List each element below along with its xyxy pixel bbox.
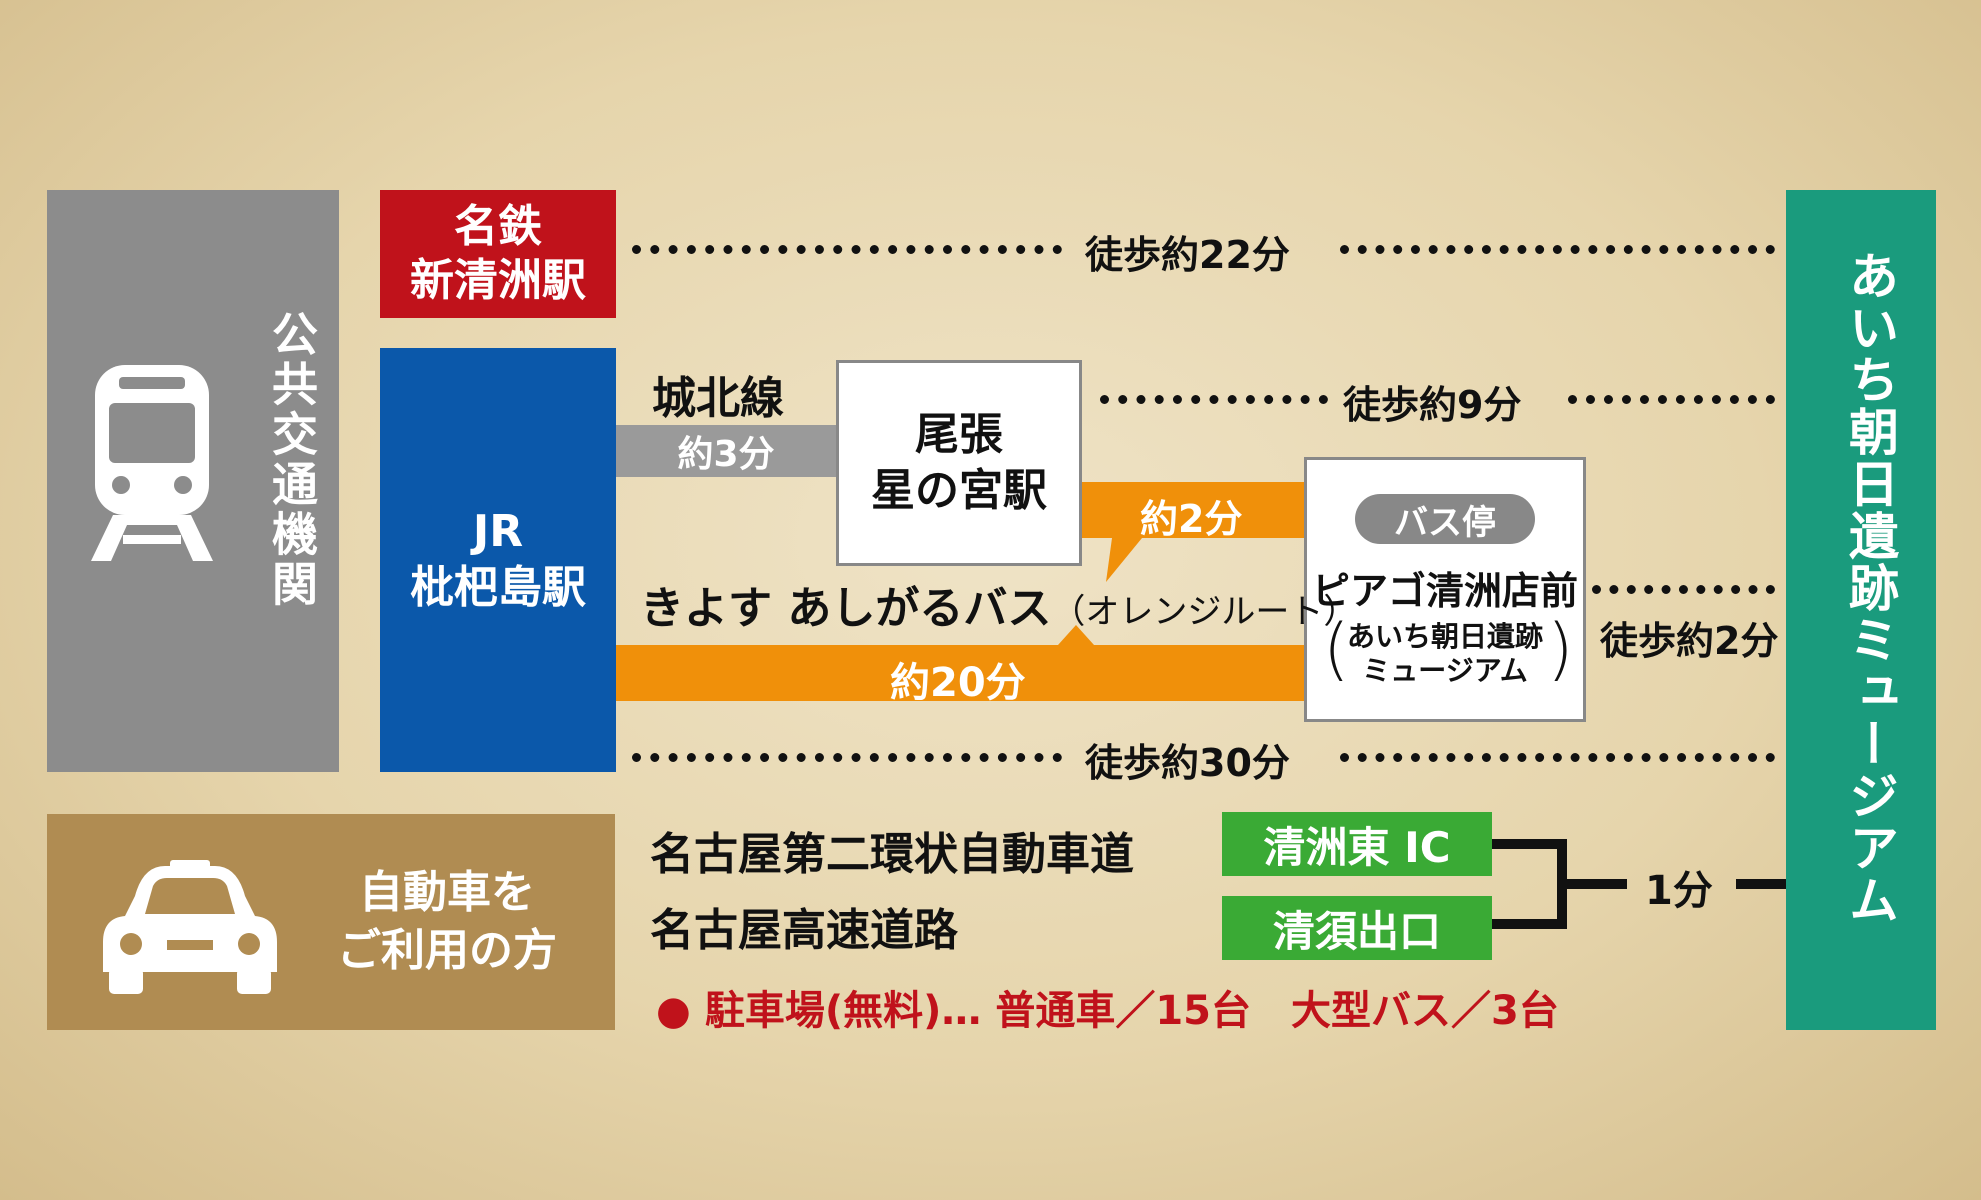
exit-1-label: 清洲東 IC <box>1263 822 1451 872</box>
meitetsu-line1: 名鉄 <box>454 201 542 252</box>
car-users-label: 自動車を ご利用の方 <box>297 864 597 980</box>
exit-connector <box>1492 839 1786 929</box>
bus-stop-sub: あいち朝日遺跡 ミュージアム <box>1347 620 1543 688</box>
highway-2-label: 名古屋高速道路 <box>650 905 958 956</box>
walk-22-dots-right <box>1340 245 1775 254</box>
bus-stop-paren-left: ( <box>1323 610 1350 689</box>
car-time-label: 1分 <box>1645 868 1713 914</box>
bus-stop-badge: バス停 <box>1355 494 1535 544</box>
bus-stop-badge-text: バス停 <box>1394 502 1496 543</box>
owari-hoshinomiya-station: 尾張 星の宮駅 <box>836 360 1082 566</box>
owari-line1: 尾張 <box>915 409 1003 460</box>
johoku-time-label: 約3分 <box>677 434 775 475</box>
exit-2-box: 清須出口 <box>1222 896 1492 960</box>
meitetsu-line2: 新清洲駅 <box>410 255 586 306</box>
walk-30-dots-left <box>632 753 1062 762</box>
jr-station: JR 枇杷島駅 <box>380 348 616 772</box>
walk-9-dots-right <box>1568 395 1775 404</box>
bus-name: きよす あしがるバス <box>640 583 1052 634</box>
jr-line2: 枇杷島駅 <box>410 562 586 613</box>
destination-label: あいち朝日遺跡ミュージアム <box>1841 250 1899 926</box>
bus-stop-name: ピアゴ清洲店前 <box>1311 569 1578 613</box>
bus-route: （オレンジルート） <box>1051 592 1358 632</box>
bus-stop-paren-right: ) <box>1547 610 1574 689</box>
bus-2-label: 約2分 <box>1140 497 1243 541</box>
public-transport-panel: 公共交通機関 <box>47 190 339 772</box>
highway-1-label: 名古屋第二環状自動車道 <box>650 829 1134 880</box>
walk-30-dots-right <box>1340 753 1775 762</box>
walk-2-label: 徒歩約2分 <box>1600 619 1779 663</box>
owari-line2: 星の宮駅 <box>871 465 1047 516</box>
bus-stop-sub-line2: ミュージアム <box>1362 654 1528 687</box>
bus-stop-sub-line1: あいち朝日遺跡 <box>1347 620 1544 653</box>
car-users-line2: ご利用の方 <box>337 925 557 976</box>
walk-2-dots <box>1592 585 1775 594</box>
walk-30-label: 徒歩約30分 <box>1085 741 1290 785</box>
parking-bullet: ● <box>656 988 691 1034</box>
destination-panel: あいち朝日遺跡ミュージアム <box>1786 190 1936 1030</box>
johoku-line-label: 城北線 <box>652 373 784 424</box>
car-icon <box>103 860 277 994</box>
parking-info: ● 駐車場(無料)… 普通車／15台 大型バス／3台 <box>656 978 1559 1036</box>
walk-9-label: 徒歩約9分 <box>1343 383 1522 427</box>
meitetsu-station: 名鉄 新清洲駅 <box>380 190 616 318</box>
bus-20-bar <box>616 625 1304 701</box>
car-users-panel: 自動車を ご利用の方 <box>47 814 615 1030</box>
exit-2-label: 清須出口 <box>1272 906 1441 956</box>
train-icon <box>91 365 213 561</box>
car-users-line1: 自動車を <box>359 867 535 918</box>
parking-text: 駐車場(無料)… 普通車／15台 大型バス／3台 <box>704 988 1559 1034</box>
walk-22-label: 徒歩約22分 <box>1085 233 1290 277</box>
bus-2-bar <box>1082 482 1304 582</box>
jr-line1: JR <box>472 506 524 557</box>
bus-20-label: 約20分 <box>890 660 1026 706</box>
bus-name-label: きよす あしがるバス（オレンジルート） <box>640 572 1357 636</box>
bus-stop-box: バス停 ピアゴ清洲店前 ( あいち朝日遺跡 ミュージアム ) <box>1304 457 1586 722</box>
public-transport-label: 公共交通機関 <box>265 310 319 610</box>
walk-22-dots-left <box>632 245 1062 254</box>
walk-9-dots-left <box>1100 395 1328 404</box>
exit-1-box: 清洲東 IC <box>1222 812 1492 876</box>
johoku-line-bar: 約3分 <box>616 425 836 477</box>
